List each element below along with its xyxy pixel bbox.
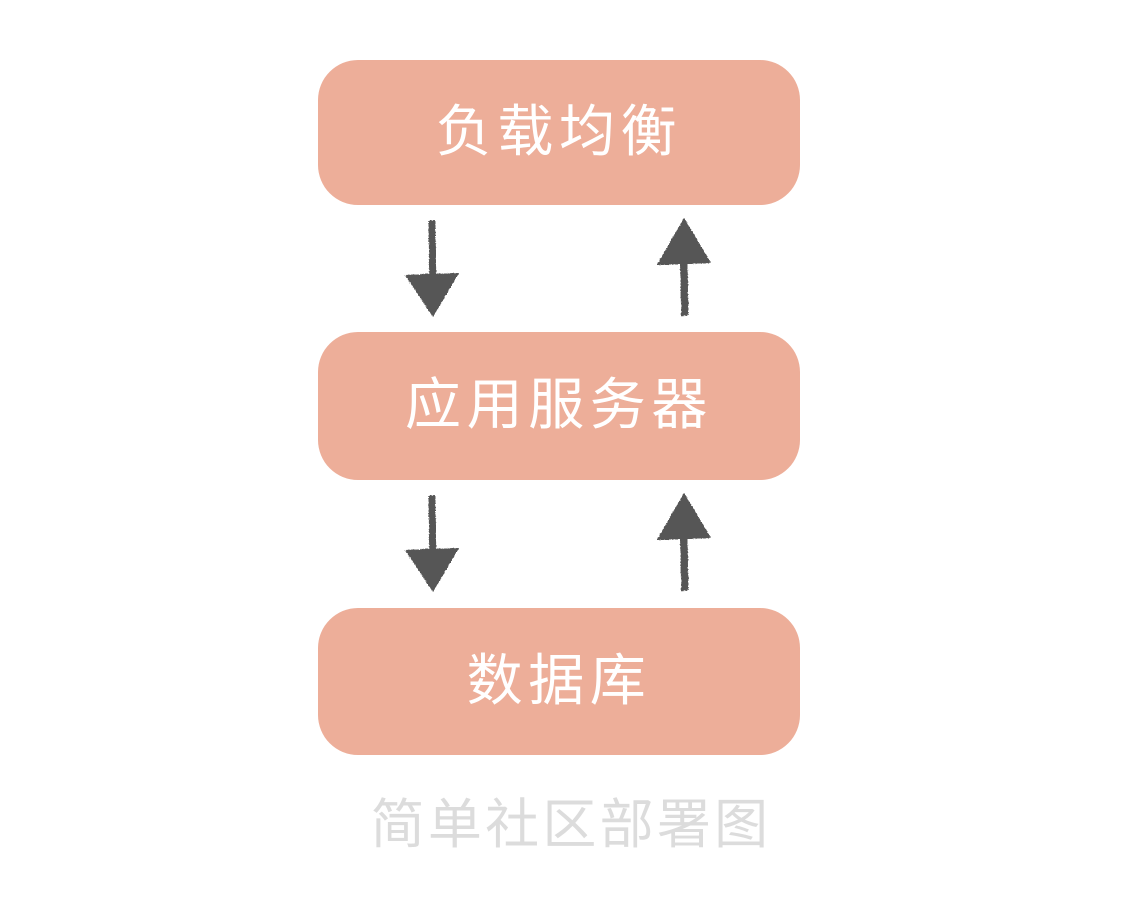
edge-db-to-app[interactable] (649, 491, 719, 591)
diagram-caption: 简单社区部署图 (370, 793, 772, 856)
node-database[interactable]: 数据库 (318, 608, 800, 755)
edge-app-to-lb[interactable] (649, 216, 719, 316)
node-application-server-label: 应用服务器 (405, 373, 713, 438)
node-load-balancer[interactable]: 负载均衡 (318, 60, 800, 205)
edge-app-to-db[interactable] (397, 493, 467, 593)
node-application-server[interactable]: 应用服务器 (318, 332, 800, 480)
node-load-balancer-label: 负载均衡 (435, 99, 683, 165)
node-database-label: 数据库 (466, 648, 652, 714)
edge-lb-to-app[interactable] (397, 218, 467, 318)
